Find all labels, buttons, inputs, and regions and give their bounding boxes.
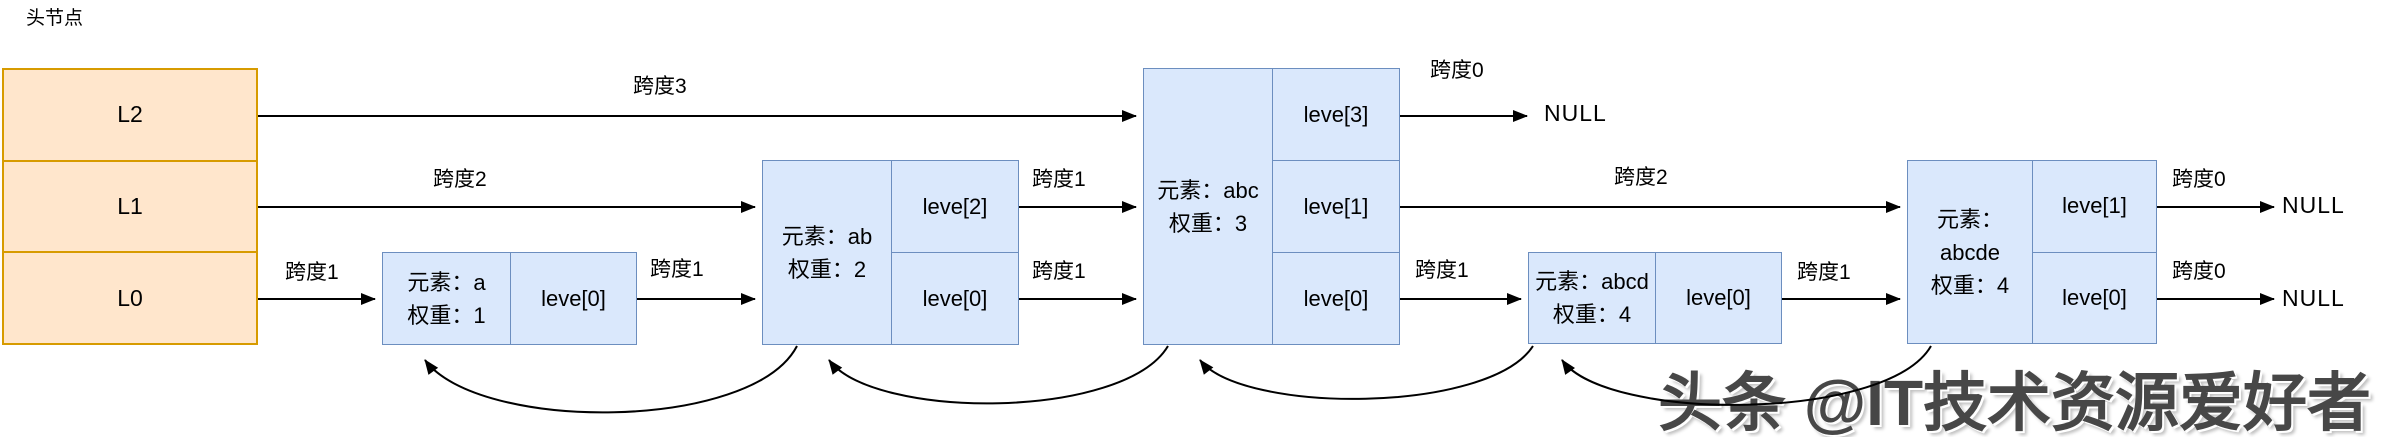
span-label-head-l0-a: 跨度1 — [285, 261, 339, 284]
node-a-weight: 权重：1 — [407, 302, 486, 328]
node-abc-leve0: leve[0] — [1273, 252, 1399, 344]
node-a-element: 元素：a — [407, 269, 486, 295]
arrow-back-ab-to-a — [424, 345, 798, 414]
null-label-l0: NULL — [2282, 285, 2345, 311]
node-abc-info: 元素：abc 权重：3 — [1144, 69, 1273, 344]
span-label-abc-abcde: 跨度2 — [1614, 166, 1668, 189]
span-label-ab-abc-l0: 跨度1 — [1032, 260, 1086, 283]
node-a-info: 元素：a 权重：1 — [383, 253, 511, 344]
span-label-abcde-null-l1: 跨度0 — [2172, 168, 2226, 191]
node-abc-leve3: leve[3] — [1303, 101, 1369, 127]
head-level-l0: L0 — [4, 251, 256, 343]
node-ab-leve2: leve[2] — [922, 193, 988, 219]
span-label-abc-null: 跨度0 — [1430, 59, 1484, 82]
node-a: 元素：a 权重：1 leve[0] — [382, 252, 637, 345]
node-abcde: 元素： abcde 权重：4 leve[1] leve[0] — [1907, 160, 2157, 344]
node-abc: 元素：abc 权重：3 leve[3] leve[1] leve[0] — [1143, 68, 1400, 345]
node-ab-weight: 权重：2 — [787, 256, 867, 282]
span-label-abcd-abcde: 跨度1 — [1797, 261, 1851, 284]
null-label-l1: NULL — [2282, 192, 2345, 218]
head-level-l1: L1 — [4, 159, 256, 252]
span-label-abc-abcd: 跨度1 — [1415, 259, 1469, 282]
node-abcd-element: 元素：abcd — [1535, 269, 1649, 294]
head-node-title: 头节点 — [26, 8, 84, 29]
span-label-ab-abc-l1: 跨度1 — [1032, 168, 1086, 191]
span-label-head-l1-ab: 跨度2 — [433, 168, 487, 191]
node-ab-leve0: leve[0] — [892, 252, 1018, 344]
node-abcde-leve0: leve[0] — [2033, 251, 2156, 344]
head-node: L2 L1 L0 — [2, 68, 258, 345]
arrow-back-abcd-to-abc — [1199, 345, 1534, 400]
node-abcd-info: 元素：abcd 权重：4 — [1529, 253, 1656, 343]
watermark: 头条 @IT技术资源爱好者 — [1658, 367, 2372, 437]
node-ab: 元素：ab 权重：2 leve[2] leve[0] — [762, 160, 1019, 345]
span-label-abcde-null-l0: 跨度0 — [2172, 260, 2226, 283]
node-ab-element: 元素：ab — [781, 223, 873, 249]
node-abcd-leve0: leve[0] — [1686, 285, 1751, 310]
node-a-leve0: leve[0] — [541, 285, 606, 311]
node-abcde-leve1: leve[1] — [2062, 193, 2127, 219]
arrow-back-abc-to-ab — [828, 345, 1169, 405]
node-abc-element: 元素：abc — [1157, 177, 1259, 203]
span-label-a-ab: 跨度1 — [650, 258, 704, 281]
node-abcde-info: 元素： abcde 权重：4 — [1908, 161, 2033, 343]
span-label-head-l2-abc: 跨度3 — [633, 75, 687, 98]
node-abcd: 元素：abcd 权重：4 leve[0] — [1528, 252, 1782, 344]
null-label-l2: NULL — [1544, 100, 1607, 126]
node-ab-info: 元素：ab 权重：2 — [763, 161, 892, 344]
node-abcde-weight: 权重：4 — [1930, 272, 2010, 298]
node-abcde-element: 元素： — [1936, 206, 2003, 232]
node-abcd-weight: 权重：4 — [1552, 302, 1632, 327]
head-level-l2: L2 — [117, 101, 143, 128]
node-abc-weight: 权重：3 — [1168, 210, 1248, 236]
node-abcde-element-value: abcde — [1940, 239, 2000, 265]
node-abc-leve1: leve[1] — [1273, 160, 1399, 252]
